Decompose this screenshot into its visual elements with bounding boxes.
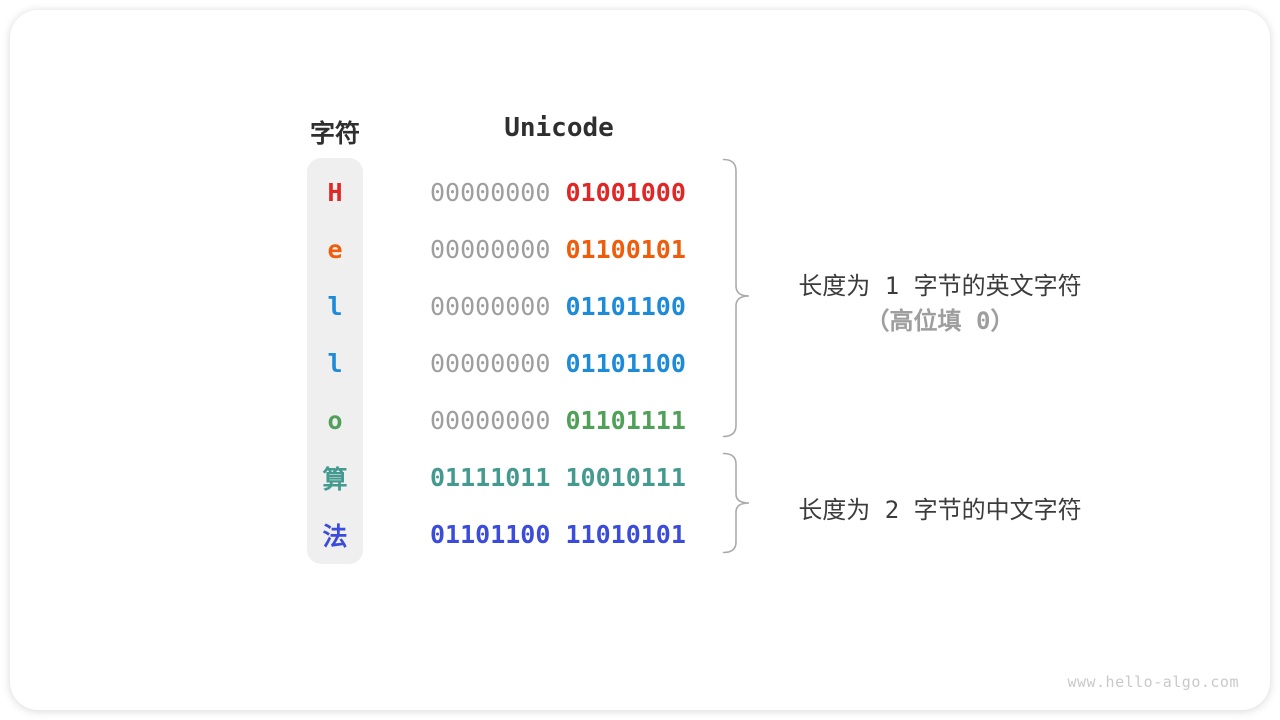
- low-byte: 01001000: [565, 178, 686, 207]
- character-cell: 算: [322, 464, 348, 494]
- encoding-table: H 00000000 01001000 e 00000000 01100101 l 000…: [307, 164, 686, 563]
- table-row: 法 01101100 11010101: [307, 506, 686, 563]
- low-byte: 10010111: [565, 463, 686, 492]
- high-byte: 00000000: [430, 178, 551, 207]
- unicode-column-header: Unicode: [504, 113, 614, 143]
- high-byte: 00000000: [430, 235, 551, 264]
- character-cell: e: [327, 235, 343, 264]
- character-cell: H: [327, 178, 343, 207]
- low-byte: 11010101: [565, 520, 686, 549]
- chinese-group-brace: [722, 452, 750, 554]
- high-byte: 01101100: [430, 520, 551, 549]
- chinese-group-label: 长度为 2 字节的中文字符: [760, 493, 1120, 528]
- table-row: e 00000000 01100101: [307, 221, 686, 278]
- table-row: o 00000000 01101111: [307, 392, 686, 449]
- unicode-binary: 01111011 10010111: [430, 463, 686, 492]
- character-cell: l: [327, 349, 343, 378]
- character-cell: 法: [322, 521, 348, 551]
- chinese-group-label-line1: 长度为 2 字节的中文字符: [798, 496, 1082, 524]
- english-group-label-line2: （高位填 0）: [865, 307, 1015, 335]
- unicode-binary: 00000000 01001000: [430, 178, 686, 207]
- high-byte: 00000000: [430, 406, 551, 435]
- char-column-header: 字符: [309, 119, 360, 148]
- watermark: www.hello-algo.com: [1067, 673, 1239, 691]
- character-cell: l: [327, 292, 343, 321]
- low-byte: 01101100: [565, 349, 686, 378]
- unicode-binary: 01101100 11010101: [430, 520, 686, 549]
- english-group-brace: [722, 158, 750, 438]
- low-byte: 01101100: [565, 292, 686, 321]
- high-byte: 00000000: [430, 292, 551, 321]
- unicode-binary: 00000000 01100101: [430, 235, 686, 264]
- unicode-binary: 00000000 01101100: [430, 292, 686, 321]
- low-byte: 01101111: [565, 406, 686, 435]
- table-row: l 00000000 01101100: [307, 278, 686, 335]
- table-row: H 00000000 01001000: [307, 164, 686, 221]
- unicode-binary: 00000000 01101100: [430, 349, 686, 378]
- char-column-background: [307, 158, 363, 564]
- high-byte: 01111011: [430, 463, 551, 492]
- high-byte: 00000000: [430, 349, 551, 378]
- table-row: 算 01111011 10010111: [307, 449, 686, 506]
- character-cell: o: [327, 406, 343, 435]
- english-group-label: 长度为 1 字节的英文字符 （高位填 0）: [760, 269, 1120, 339]
- diagram-card: 字符 Unicode H 00000000 01001000 e 00000000 0…: [10, 10, 1270, 710]
- table-row: l 00000000 01101100: [307, 335, 686, 392]
- unicode-binary: 00000000 01101111: [430, 406, 686, 435]
- english-group-label-line1: 长度为 1 字节的英文字符: [798, 272, 1082, 300]
- low-byte: 01100101: [565, 235, 686, 264]
